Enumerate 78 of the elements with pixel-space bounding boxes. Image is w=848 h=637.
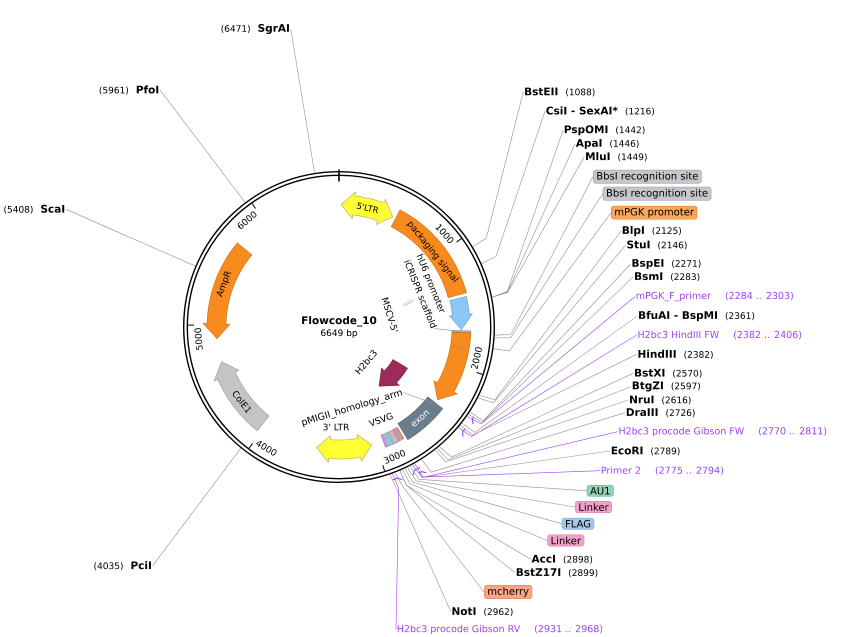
leader-line [412, 450, 610, 478]
leader-line [394, 472, 484, 592]
site-label: HindIII (2382) [638, 350, 713, 359]
site-label: PspOMI (1442) [564, 125, 645, 136]
leader-line [421, 412, 626, 473]
leader-line [390, 474, 451, 612]
leader-line [458, 334, 637, 438]
site-label: CsiI - SexAI* (1216) [546, 106, 654, 116]
site-label: ApaI (1446) [576, 139, 639, 149]
leader-line [494, 176, 594, 336]
leader-line [438, 373, 634, 458]
tick-label: 2000 [471, 347, 482, 370]
leader-line [402, 392, 436, 405]
leader-line [466, 296, 636, 424]
tick-label: 3000 [384, 450, 405, 464]
primer-label: H2bc3 procode Gibson RV (2931 .. 2968) [398, 624, 602, 634]
site-label: BfuAI - BspMI (2361) [639, 310, 754, 322]
leader-line [494, 193, 603, 338]
feature-tag: Linker [547, 534, 584, 546]
site-label: BtgZI (2597) [632, 382, 700, 392]
feature-block [449, 296, 473, 330]
site-label: StuI (2146) [627, 240, 687, 250]
leader-line [400, 470, 531, 560]
leader-line [436, 386, 632, 460]
leader-line [290, 28, 315, 174]
site-label: BsmI (2283) [635, 272, 700, 282]
feature-block [378, 359, 408, 387]
leader-line [481, 110, 546, 264]
striped-band [380, 427, 404, 448]
feature-block [434, 346, 470, 400]
site-label: EcoRI (2789) [612, 446, 680, 456]
site-label: BstEII (1088) [525, 88, 595, 96]
leader-line [66, 209, 196, 266]
double-arrow [316, 434, 372, 463]
feature-tag: mcherry [484, 585, 532, 599]
leader-line [404, 468, 562, 524]
site-label: DraIII (2726) [626, 408, 695, 418]
site-label: AccI (2898) [532, 554, 592, 564]
feature-tag: BbsI recognition site [602, 186, 712, 201]
leader-line [392, 473, 399, 630]
site-label: (6471) SgrAI [221, 24, 289, 34]
site-label: (4035) PciI [94, 561, 151, 570]
site-label: BlpI (2125) [622, 226, 681, 236]
leader-line [434, 328, 462, 332]
primer-label: H2bc3 HindIII FW (2382 .. 2406) [638, 330, 802, 340]
primer-label: Primer 2 (2775 .. 2794) [602, 466, 723, 475]
leader-line [160, 90, 246, 203]
leader-line [462, 316, 638, 433]
feature-block [450, 332, 472, 348]
feature-tag: FLAG [562, 518, 594, 530]
feature-tag: AU1 [586, 484, 614, 497]
site-label: (5961) PfoI [100, 85, 158, 95]
leader-line [410, 466, 587, 492]
site-label: NotI (2962) [452, 607, 513, 616]
primer-label: H2bc3 procode Gibson FW (2770 .. 2811) [619, 427, 826, 436]
leader-line [407, 466, 576, 508]
feature-tag: Linker [575, 501, 612, 513]
leader-line [460, 354, 637, 436]
site-label: BstXI (2570) [635, 368, 702, 378]
site-label: BspEI (2271) [632, 259, 700, 269]
leader-line [400, 470, 516, 573]
leader-line [434, 400, 629, 462]
tick-label: 4000 [256, 440, 277, 456]
leader-line [414, 463, 600, 478]
feature-tag: BbsI recognition site [593, 170, 702, 184]
primer-label: mPGK_F_primer (2284 .. 2303) [636, 292, 793, 302]
leader-line [492, 156, 585, 298]
leader-line [492, 144, 576, 298]
leader-line [493, 212, 612, 352]
site-label: MluI (1449) [586, 152, 647, 162]
site-label: NruI (2616) [630, 396, 691, 404]
leader-line [152, 448, 242, 566]
site-label: BstZ17I (2899) [516, 568, 598, 578]
leader-line [472, 92, 524, 247]
site-label: (5408) ScaI [4, 204, 64, 214]
leader-line [402, 469, 548, 541]
tick-label: 5000 [194, 328, 203, 350]
feature-tag: mPGK promoter [611, 206, 698, 220]
